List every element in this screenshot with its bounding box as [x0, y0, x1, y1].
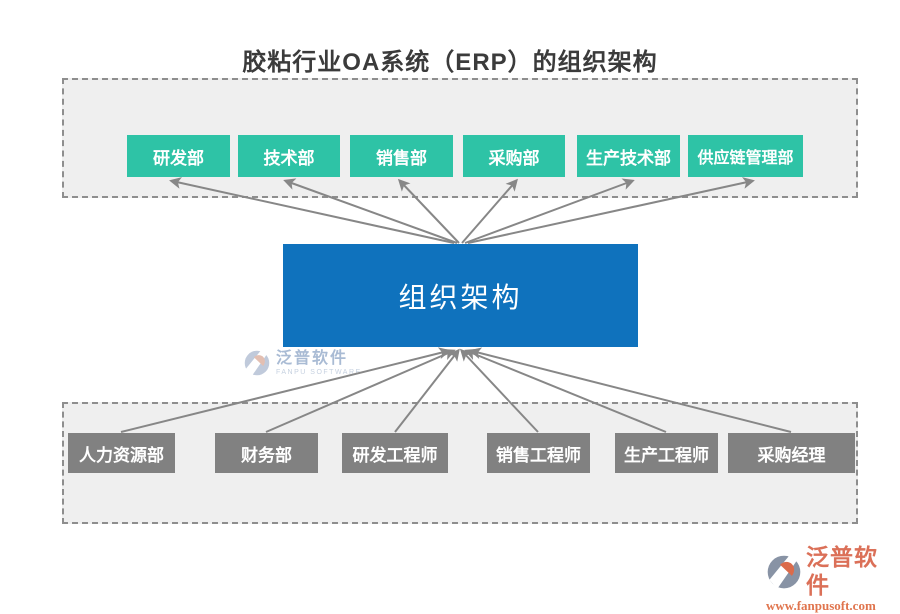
node-label: 销售部 — [376, 148, 427, 168]
node-label: 财务部 — [241, 445, 292, 465]
fanpu-logo-icon — [767, 554, 801, 589]
bottom-node-sales-engineer: 销售工程师 — [487, 433, 590, 473]
bottom-node-rd-engineer: 研发工程师 — [342, 433, 448, 473]
watermark-text: 泛普软件 FANPU SOFTWARE — [276, 349, 362, 376]
watermark-brand: 泛普软件 — [276, 349, 349, 367]
page-title: 胶粘行业OA系统（ERP）的组织架构 — [242, 49, 658, 76]
node-label: 人力资源部 — [79, 445, 164, 465]
bottom-node-hr-dept: 人力资源部 — [68, 433, 175, 473]
node-label: 研发部 — [153, 148, 204, 168]
top-node-sales-dept: 销售部 — [350, 135, 453, 177]
center-node-org-structure: 组织架构 — [283, 244, 638, 347]
node-label: 生产工程师 — [624, 445, 709, 465]
node-label: 供应链管理部 — [697, 150, 794, 167]
bottom-node-purchasing-manager: 采购经理 — [728, 433, 855, 473]
top-node-production-tech-dept: 生产技术部 — [577, 135, 680, 177]
fanpu-footer-logo: 泛普软件 www.fanpusoft.com — [766, 544, 900, 614]
top-node-rd-dept: 研发部 — [127, 135, 230, 177]
node-label: 采购部 — [488, 148, 540, 168]
footer-url: www.fanpusoft.com — [766, 598, 876, 614]
watermark-logo-icon — [244, 349, 270, 377]
center-node-label: 组织架构 — [398, 281, 523, 313]
top-node-purchasing-dept: 采购部 — [463, 135, 565, 177]
node-label: 技术部 — [263, 148, 315, 168]
footer-brand: 泛普软件 — [806, 544, 878, 598]
node-label: 采购经理 — [757, 445, 826, 465]
watermark-brand-en: FANPU SOFTWARE — [276, 368, 362, 376]
bottom-node-production-engineer: 生产工程师 — [615, 433, 718, 473]
node-label: 生产技术部 — [586, 148, 671, 168]
bottom-node-finance-dept: 财务部 — [215, 433, 318, 473]
org-chart-page: { "title": "胶粘行业OA系统（ERP）的组织架构", "center… — [62, 49, 877, 614]
watermark: 泛普软件 FANPU SOFTWARE — [243, 349, 362, 377]
top-node-supply-chain-dept: 供应链管理部 — [688, 135, 803, 177]
node-label: 研发工程师 — [352, 445, 438, 465]
node-label: 销售工程师 — [496, 445, 581, 465]
top-node-tech-dept: 技术部 — [238, 135, 340, 177]
